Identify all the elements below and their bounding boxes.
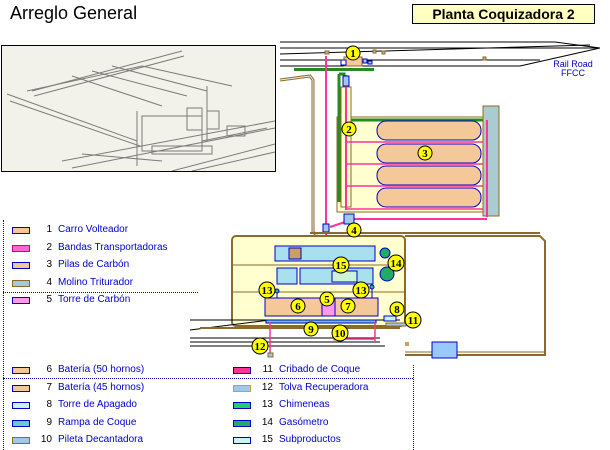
legend-number: 12 (261, 381, 273, 393)
marker-10 (331, 324, 349, 342)
marker-15 (332, 256, 350, 274)
legend-divider (3, 220, 4, 450)
legend-swatch (12, 367, 30, 374)
legend-number: 8 (46, 399, 52, 410)
marker-12 (251, 337, 269, 355)
marker-label: 10 (335, 328, 347, 340)
legend-swatch (12, 297, 30, 304)
marker-label: 11 (408, 315, 418, 327)
marker-label: 13 (262, 285, 274, 297)
legend-swatch (12, 402, 30, 409)
marker-label: 12 (255, 341, 267, 353)
marker-8 (389, 301, 405, 317)
marker-label: 3 (422, 148, 428, 160)
legend-swatch (233, 402, 251, 409)
marker-label: 9 (308, 324, 314, 336)
blue-building (431, 341, 458, 359)
settling-pond (385, 322, 407, 327)
legend-label: Torre de Apagado (58, 399, 137, 410)
marker-label: 4 (351, 225, 357, 237)
marker-2 (341, 121, 357, 137)
legend-divider (3, 378, 413, 379)
legend-number: 7 (46, 381, 52, 393)
legend-swatch (12, 384, 30, 392)
plant-sketch-photo (1, 45, 276, 172)
legend-swatch (12, 419, 30, 427)
legend-label: Batería (45 hornos) (58, 381, 145, 393)
legend-label: Torre de Carbón (58, 294, 131, 305)
legend-number: 1 (46, 224, 52, 235)
legend-label: Batería (50 hornos) (58, 364, 145, 375)
legend-label: Pilas de Carbón (58, 259, 130, 270)
legend-number: 2 (46, 241, 52, 253)
railroad-tracks (279, 41, 601, 67)
marker-label: 13 (356, 285, 368, 297)
legend-swatch (12, 244, 30, 252)
legend-number: 13 (261, 399, 273, 410)
marker-13 (352, 281, 370, 299)
byproducts-buildings (274, 245, 376, 285)
legend-swatch (12, 279, 30, 287)
legend-divider (413, 365, 414, 450)
legend-label: Subproductos (279, 434, 341, 445)
marker-13 (258, 281, 276, 299)
gasometer-2 (379, 266, 395, 282)
legend-label: Molino Triturador (58, 276, 134, 288)
legend-swatch (12, 262, 30, 269)
legend-swatch (233, 419, 251, 427)
marker-3 (417, 145, 433, 161)
legend-number: 3 (46, 259, 52, 270)
marker-7 (340, 298, 356, 314)
legend-number: 4 (46, 276, 52, 288)
marker-5 (319, 291, 335, 307)
marker-6 (290, 298, 306, 314)
marker-1 (345, 45, 361, 61)
legend-label: Rampa de Coque (58, 416, 137, 428)
legend-label: Tolva Recuperadora (279, 381, 369, 393)
marker-label: 14 (391, 258, 403, 270)
legend-swatch (12, 437, 30, 444)
marker-label: 2 (346, 124, 352, 136)
legend-label: Gasómetro (279, 416, 329, 428)
marker-label: 1 (350, 48, 356, 60)
legend-swatch (12, 227, 30, 234)
sketch-drawing (6, 50, 275, 171)
legend-label: Carro Volteador (58, 224, 129, 235)
crusher-mill (343, 213, 355, 225)
marker-14 (387, 254, 405, 272)
legend-number: 14 (261, 416, 273, 428)
marker-label: 8 (394, 304, 400, 316)
legend-number: 9 (46, 416, 52, 428)
legend-label: Bandas Transportadoras (58, 241, 168, 253)
legend-number: 6 (46, 364, 52, 375)
plant-name-label: Planta Coquizadora 2 (412, 4, 595, 24)
legend-number: 15 (261, 434, 273, 445)
railroad-label: Rail Road FFCC (553, 59, 593, 78)
legend-swatch (233, 437, 251, 444)
yard-shed (482, 105, 500, 217)
gasometer-1 (379, 247, 391, 259)
legend-swatch (233, 367, 251, 374)
legend-divider (3, 292, 198, 293)
legend-number: 10 (40, 434, 52, 445)
legend-label: Chimeneas (279, 399, 330, 410)
quench-tower (383, 315, 397, 322)
marker-label: 6 (295, 301, 301, 313)
legend-number: 5 (46, 294, 52, 305)
marker-label: 15 (336, 260, 348, 272)
marker-11 (404, 311, 422, 329)
marker-label: 7 (345, 301, 351, 313)
green-wall-top (294, 68, 374, 71)
legend-label: Pileta Decantadora (58, 434, 144, 445)
legend-number: 11 (262, 364, 273, 375)
coke-ramp (265, 319, 377, 324)
marker-label: 5 (324, 294, 330, 306)
marker-9 (303, 321, 319, 337)
legend-label: Cribado de Coque (279, 364, 361, 375)
page-title: Arreglo General (10, 3, 138, 23)
legend-swatch (233, 384, 251, 392)
marker-4 (346, 222, 362, 238)
